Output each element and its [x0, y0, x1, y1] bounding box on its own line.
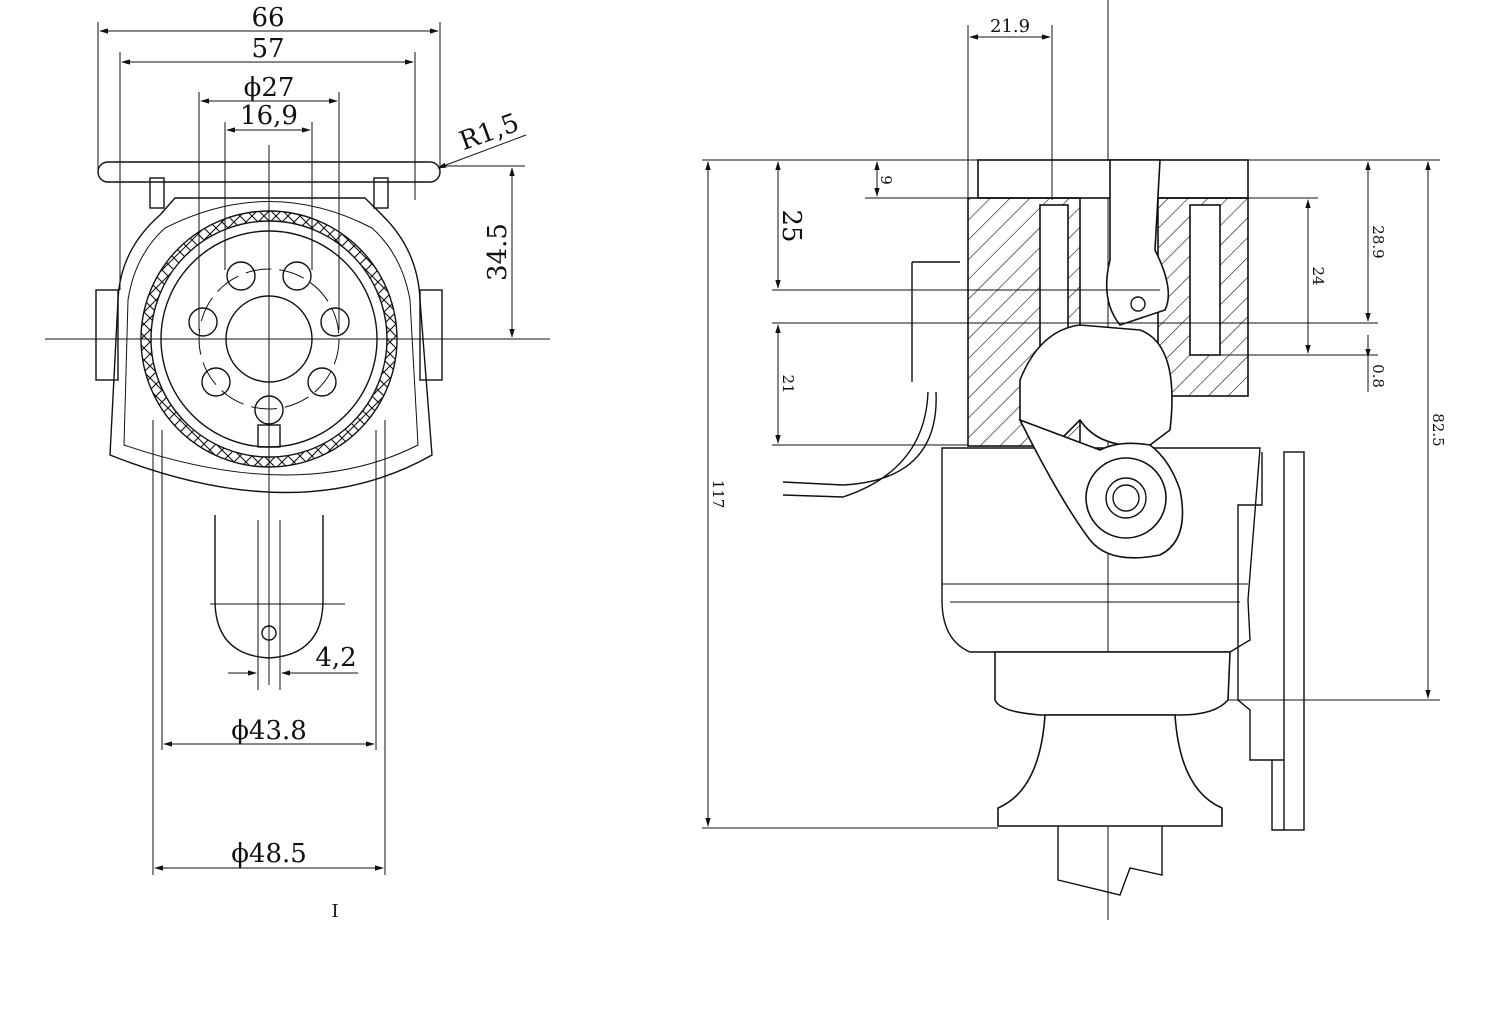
front-view: 66 57 ϕ27 16,9 R1,5 34.5 4,2 ϕ43.8 ϕ48.5 — [45, 3, 550, 922]
pin-3 — [188, 307, 218, 337]
mount-bracket — [1237, 452, 1284, 831]
pin-1 — [226, 261, 256, 291]
dim-overall-width: 66 — [251, 3, 284, 33]
pin-4 — [320, 307, 350, 337]
right-bore — [1189, 204, 1221, 356]
pin-6 — [307, 367, 337, 397]
neck — [994, 651, 1231, 716]
stray-mark: I — [331, 901, 338, 922]
pivot-bore — [1112, 484, 1140, 512]
dim-right-inner: 24 — [1309, 266, 1327, 285]
dim-corner-radius: R1,5 — [456, 108, 524, 157]
dim-slot-width: 4,2 — [315, 643, 356, 673]
lower-housing — [941, 447, 1261, 653]
dim-plate-thickness: 9 — [877, 175, 895, 185]
dim-lower-depth: 21 — [779, 374, 797, 393]
handle-curve — [782, 261, 960, 498]
pin-2 — [282, 261, 312, 291]
housing-inner — [123, 201, 419, 476]
mount-plate — [1283, 451, 1305, 831]
dim-flange-width: 21.9 — [990, 16, 1030, 37]
left-bracket — [149, 177, 165, 209]
side-view: 21.9 9 25 21 117 28.9 24 0.8 — [702, 0, 1447, 920]
pin-5 — [201, 367, 231, 397]
dim-pin-circle: ϕ27 — [244, 73, 295, 103]
housing-outer — [109, 197, 433, 494]
dim-right-upper: 28.9 — [1369, 225, 1387, 258]
latch-cam — [1019, 324, 1173, 447]
cable-stub — [1057, 826, 1163, 896]
left-lug — [95, 289, 119, 381]
pivot-inner — [1105, 477, 1147, 519]
right-lug — [419, 289, 443, 381]
hinge-pin — [1130, 296, 1146, 312]
dim-gap: 0.8 — [1369, 364, 1387, 388]
base-bell — [997, 714, 1223, 827]
dim-right-height: 82.5 — [1429, 413, 1447, 446]
pivot-outer — [1085, 457, 1167, 539]
dim-plate-width: 57 — [251, 34, 284, 64]
dim-inner-diameter: ϕ43.8 — [231, 716, 307, 746]
dim-pin-spacing: 16,9 — [240, 101, 298, 131]
dim-axis-height: 34.5 — [483, 223, 513, 281]
right-bracket — [373, 177, 389, 209]
hinge-lid — [1105, 159, 1170, 326]
dim-outer-diameter: ϕ48.5 — [231, 839, 307, 869]
dim-total-height: 117 — [709, 480, 727, 509]
dim-upper-depth: 25 — [776, 209, 806, 242]
